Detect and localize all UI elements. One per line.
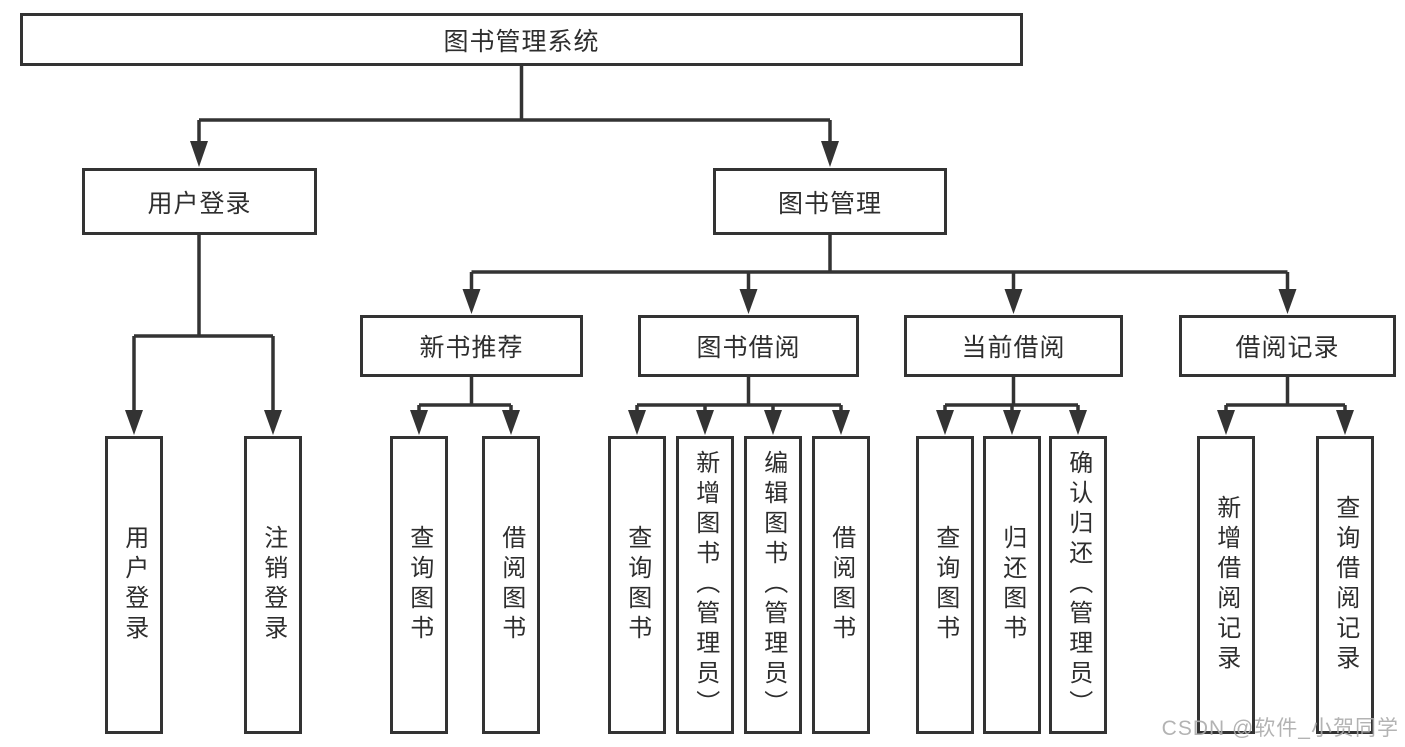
node-leaf-add-books-admin: 新增图书（管理员） bbox=[676, 436, 734, 734]
node-leaf-edit-books-admin: 编辑图书（管理员） bbox=[744, 436, 802, 734]
node-leaf-query-books-1: 查询图书 bbox=[390, 436, 448, 734]
node-label: 图书借阅 bbox=[696, 334, 801, 362]
node-label: 当前借阅 bbox=[961, 334, 1066, 362]
node-label: 用户登录 bbox=[120, 525, 148, 645]
node-label: 归还图书 bbox=[998, 525, 1026, 645]
node-new-book-recommend: 新书推荐 bbox=[360, 315, 583, 377]
node-label: 查询图书 bbox=[405, 525, 433, 645]
node-label: 图书管理系统 bbox=[443, 27, 600, 56]
watermark: CSDN @软件_小贺同学 bbox=[1161, 717, 1399, 740]
node-label: 注销登录 bbox=[259, 525, 287, 645]
node-leaf-logout: 注销登录 bbox=[244, 436, 302, 734]
node-leaf-query-books-3: 查询图书 bbox=[916, 436, 974, 734]
node-leaf-confirm-return-admin: 确认归还（管理员） bbox=[1049, 436, 1107, 734]
node-current-borrowing: 当前借阅 bbox=[904, 315, 1123, 377]
node-leaf-query-books-2: 查询图书 bbox=[608, 436, 666, 734]
node-leaf-query-borrow-record: 查询借阅记录 bbox=[1316, 436, 1374, 734]
node-label: 查询图书 bbox=[623, 525, 651, 645]
node-label: 新书推荐 bbox=[419, 334, 524, 362]
node-leaf-return-books: 归还图书 bbox=[983, 436, 1041, 734]
node-label: 新增借阅记录 bbox=[1212, 495, 1240, 675]
node-label: 图书管理 bbox=[777, 189, 882, 218]
node-label: 用户登录 bbox=[147, 189, 252, 218]
node-book-borrowing: 图书借阅 bbox=[638, 315, 859, 377]
node-label: 借阅记录 bbox=[1235, 334, 1340, 362]
node-label: 查询借阅记录 bbox=[1331, 495, 1359, 675]
node-label: 借阅图书 bbox=[497, 525, 525, 645]
node-label: 新增图书（管理员） bbox=[691, 450, 719, 720]
node-leaf-add-borrow-record: 新增借阅记录 bbox=[1197, 436, 1255, 734]
node-system-root: 图书管理系统 bbox=[20, 13, 1023, 66]
node-leaf-borrow-books-1: 借阅图书 bbox=[482, 436, 540, 734]
node-borrow-records: 借阅记录 bbox=[1179, 315, 1396, 377]
node-book-management: 图书管理 bbox=[713, 168, 947, 235]
node-user-login: 用户登录 bbox=[82, 168, 317, 235]
node-label: 借阅图书 bbox=[827, 525, 855, 645]
node-leaf-borrow-books-2: 借阅图书 bbox=[812, 436, 870, 734]
node-label: 确认归还（管理员） bbox=[1064, 450, 1092, 720]
node-label: 编辑图书（管理员） bbox=[759, 450, 787, 720]
node-label: 查询图书 bbox=[931, 525, 959, 645]
node-leaf-user-login: 用户登录 bbox=[105, 436, 163, 734]
